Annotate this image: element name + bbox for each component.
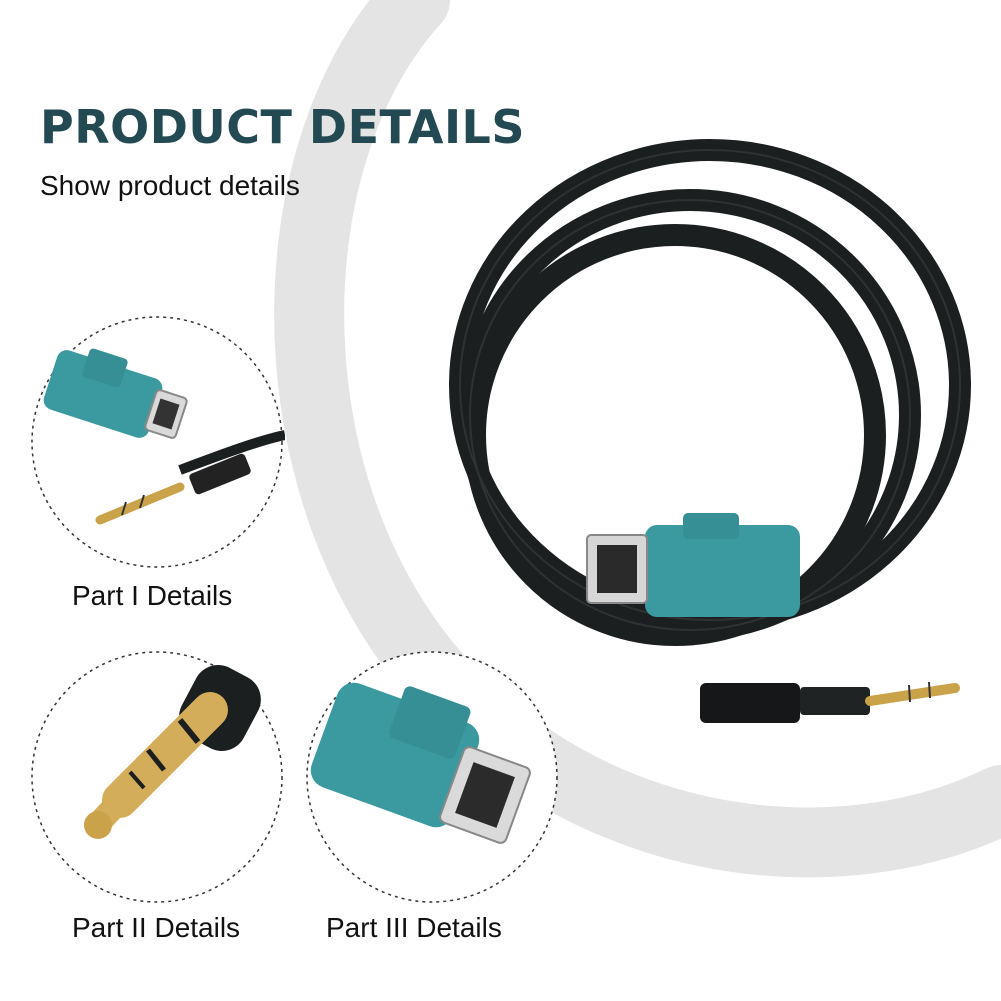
part-3-detail <box>305 650 560 905</box>
din-and-jack-closeup-icon <box>31 316 285 568</box>
page-subtitle: Show product details <box>40 170 300 201</box>
coiled-aux-cable-icon <box>449 139 971 723</box>
page-title: PRODUCT DETAILS <box>40 100 525 154</box>
part-2-caption: Part II Details <box>72 912 241 943</box>
part-3-caption: Part III Details <box>326 912 502 943</box>
din-connector-closeup-icon <box>306 651 558 903</box>
part-2-detail <box>30 650 285 905</box>
part-1-caption: Part I Details <box>72 580 233 611</box>
gold-jack-closeup-icon <box>31 651 283 903</box>
part-1-detail <box>30 315 285 570</box>
